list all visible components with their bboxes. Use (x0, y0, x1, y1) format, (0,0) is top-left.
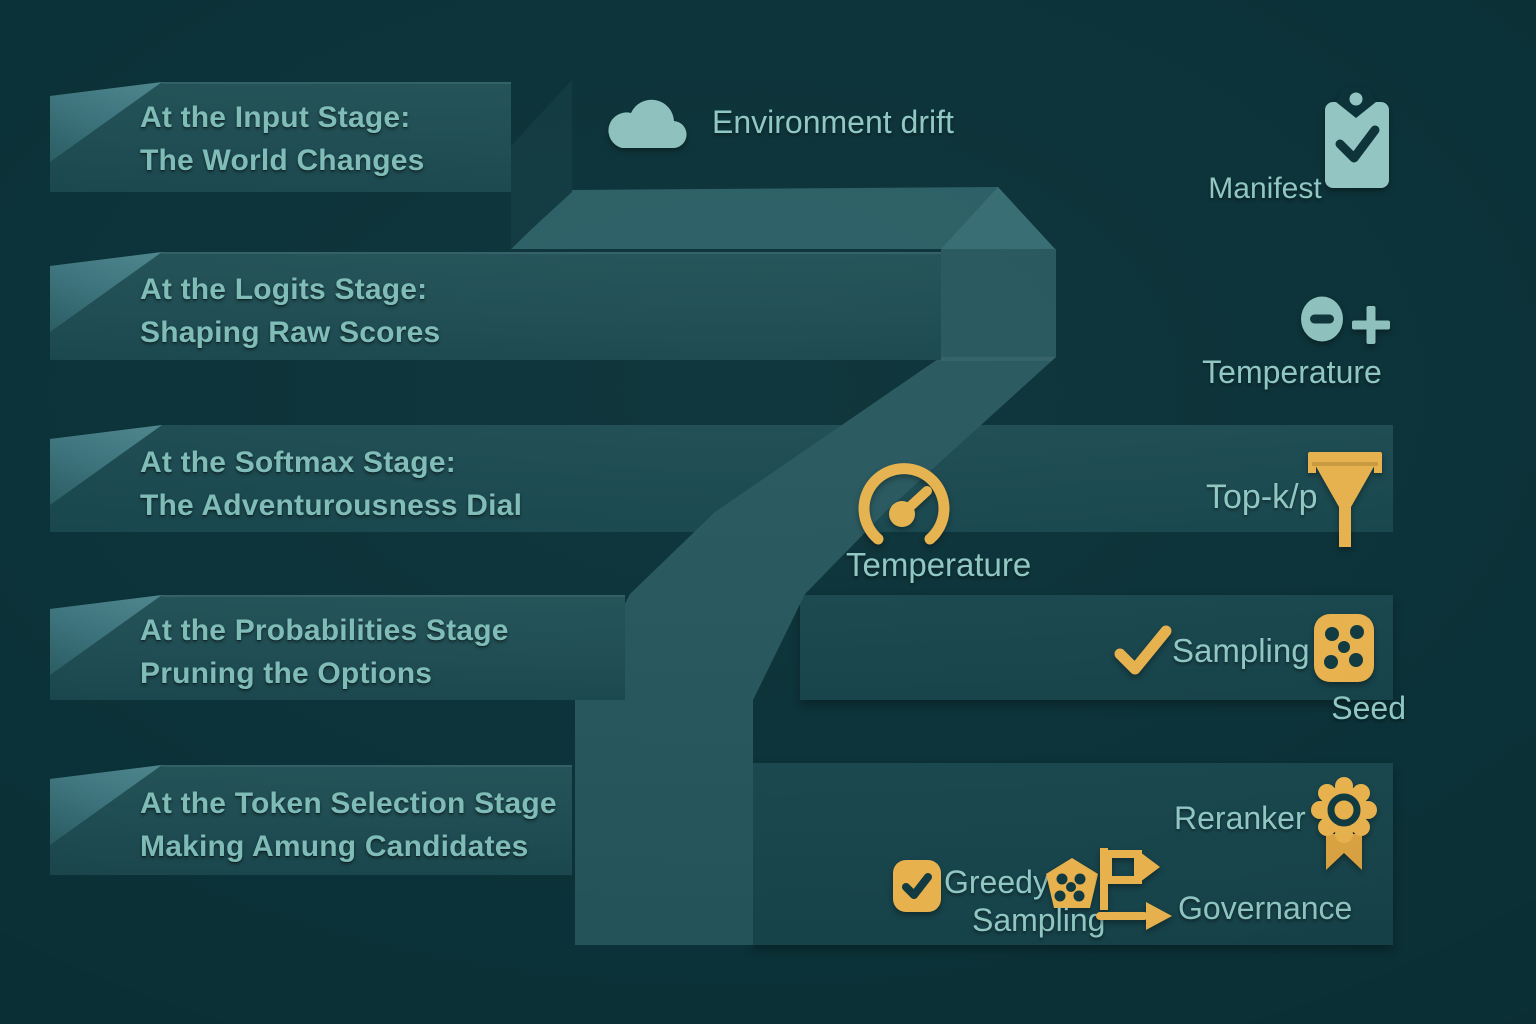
ribbon-vertical-band (941, 249, 1056, 357)
stage-title-line2: The World Changes (140, 144, 425, 177)
rosette-award-icon (1311, 777, 1377, 870)
stage-title-line1: At the Input Stage: (140, 101, 411, 134)
stage-title-line1: At the Token Selection Stage (140, 787, 557, 820)
stage-title-line1: At the Logits Stage: (140, 273, 428, 306)
ribbon-crease (941, 357, 1056, 361)
ribbon-corner-fold (941, 187, 1055, 249)
cloud-icon (608, 99, 687, 149)
seed-label: Seed (1331, 690, 1406, 726)
stage-banner-logits: At the Logits Stage: Shaping Raw Scores (50, 252, 941, 360)
probabilities-right-panel (800, 595, 1393, 700)
greedy-label: Greedy (944, 864, 1049, 900)
stage-title-line1: At the Probabilities Stage (140, 614, 509, 647)
temperature-logits-label: Temperature (1202, 354, 1382, 390)
gauge-icon (858, 463, 950, 545)
temperature-softmax-label: Temperature (846, 546, 1032, 583)
plus-icon (1352, 306, 1390, 344)
stage-title-line1: At the Softmax Stage: (140, 446, 456, 479)
stage-banner-input: At the Input Stage: The World Changes (50, 82, 511, 192)
sampling-label: Sampling (1172, 632, 1310, 669)
arrow-right-icon (1096, 902, 1172, 930)
stage-title-line2: The Adventurousness Dial (140, 489, 523, 522)
governance-label: Governance (1178, 890, 1353, 926)
greedy-sampling-label: Sampling (972, 902, 1106, 938)
stage-title: At the Logits Stage: Shaping Raw Scores (140, 268, 440, 354)
stage-banner-probabilities: At the Probabilities Stage Pruning the O… (50, 595, 625, 700)
pentagon-dice-icon (1046, 858, 1098, 908)
ribbon-diagonal-band (575, 357, 1056, 945)
clipboard-check-icon (1325, 88, 1389, 188)
token-selection-right-panel (753, 763, 1393, 945)
stage-title: At the Token Selection Stage Making Amun… (140, 782, 557, 868)
check-icon (1114, 625, 1172, 675)
stage-title-line2: Shaping Raw Scores (140, 316, 441, 349)
stage-title: At the Input Stage: The World Changes (140, 96, 425, 182)
stage-title: At the Probabilities Stage Pruning the O… (140, 609, 509, 695)
ribbon-top-band (511, 187, 1055, 249)
minus-circle-icon (1301, 296, 1343, 342)
checkbox-check-icon (893, 860, 941, 912)
stage-title-line2: Pruning the Options (140, 657, 433, 690)
stage-banner-token-selection: At the Token Selection Stage Making Amun… (50, 765, 572, 875)
funnel-icon (1308, 452, 1382, 547)
stage-title-line2: Making Amung Candidates (140, 830, 529, 863)
environment-drift-label: Environment drift (712, 104, 954, 140)
manifest-label: Manifest (1208, 172, 1322, 205)
top-k-p-label: Top-k/p (1206, 478, 1318, 516)
signpost-arrow-icon (1100, 848, 1160, 910)
dice-icon (1314, 614, 1374, 682)
reranker-label: Reranker (1174, 800, 1306, 836)
stage-title-softmax: At the Softmax Stage: The Adventurousnes… (140, 441, 522, 527)
